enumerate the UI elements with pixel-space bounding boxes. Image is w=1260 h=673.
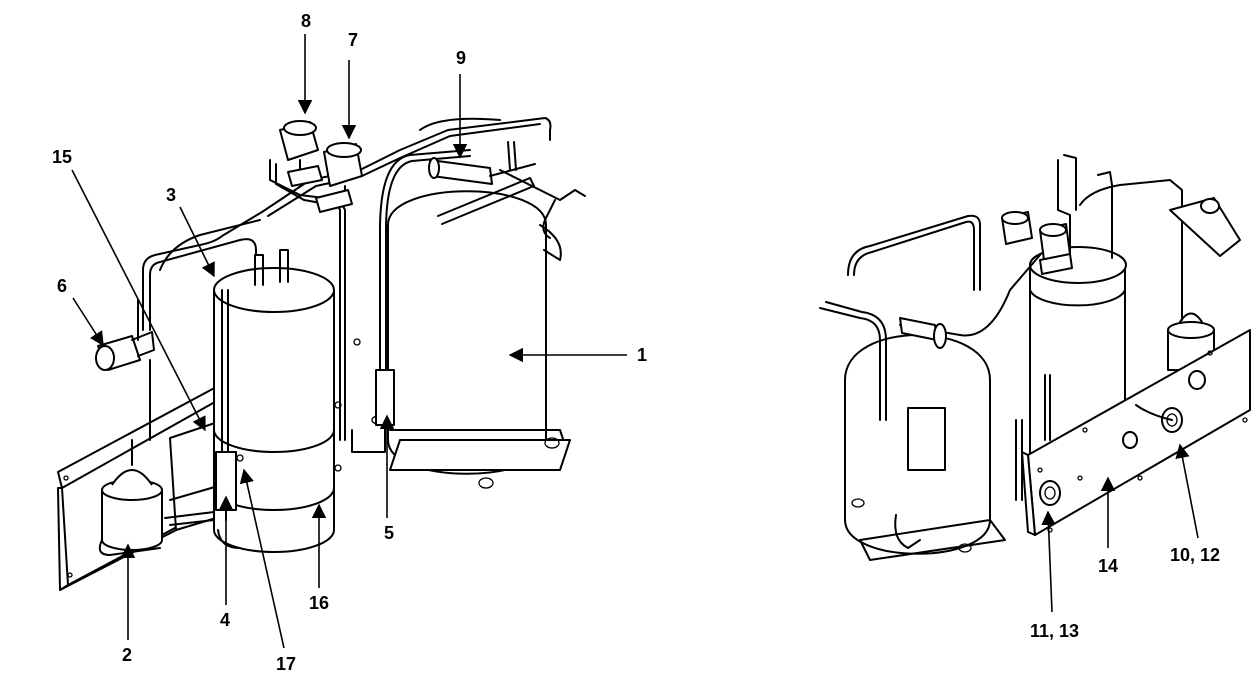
callout-9: 9 (456, 48, 466, 68)
right-assembly-view (819, 154, 1251, 561)
leader-11-13 (1041, 510, 1056, 613)
callout-3: 3 (166, 185, 176, 205)
callout-11-13: 11, 13 (1030, 621, 1079, 641)
service-panel (1021, 329, 1251, 536)
refrigerant-tubing-rear (819, 154, 1183, 501)
callout-6: 6 (57, 276, 67, 296)
sight-tube-5 (351, 229, 395, 453)
solenoid-valve-7 (315, 142, 363, 213)
leader-17 (239, 468, 285, 649)
accumulator-tank (213, 249, 342, 553)
callout-14: 14 (1098, 556, 1118, 576)
callout-2: 2 (122, 645, 132, 665)
leader-10-12 (1175, 443, 1199, 539)
callout-4: 4 (220, 610, 230, 630)
left-assembly-view (57, 117, 586, 591)
expansion-valve-9 (428, 157, 536, 225)
compressor-rear (844, 334, 1006, 561)
leader-3 (179, 206, 215, 278)
compressor (353, 190, 571, 489)
callout-1: 1 (637, 345, 647, 365)
callout-labels: 1 2 3 4 5 6 7 8 9 15 16 17 10, 12 11, 13… (52, 11, 1220, 673)
callout-16: 16 (309, 593, 329, 613)
callout-8: 8 (301, 11, 311, 31)
fittings-rear (899, 197, 1241, 349)
callout-10-12: 10, 12 (1170, 545, 1220, 565)
hand-valve-6 (95, 299, 155, 441)
callout-17: 17 (276, 654, 296, 673)
leader-6 (72, 297, 104, 347)
callout-7: 7 (348, 30, 358, 50)
callout-15: 15 (52, 147, 72, 167)
leader-15 (71, 169, 206, 432)
solenoid-valve-8 (279, 120, 323, 187)
leader-lines (71, 34, 1199, 649)
callout-5: 5 (384, 523, 394, 543)
filter-drier (98, 439, 163, 556)
